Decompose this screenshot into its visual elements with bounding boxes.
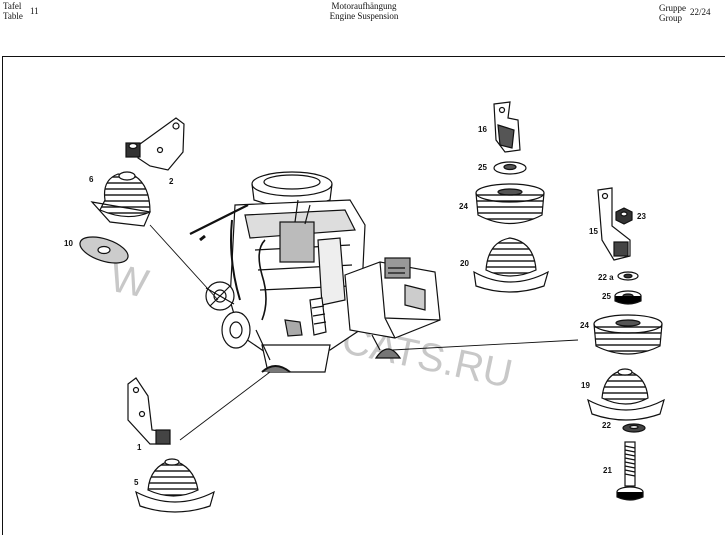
part-2-bracket	[125, 117, 185, 171]
part-21-bolt	[616, 441, 644, 501]
label-25: 25	[602, 292, 611, 301]
part-10-washer	[79, 236, 129, 264]
label-19: 19	[581, 381, 590, 390]
part-19-mount	[587, 368, 665, 421]
gruppe-label: Gruppe	[659, 3, 686, 13]
title-de: Motoraufhängung	[331, 1, 397, 11]
header-group-block: Gruppe Group 22/24	[659, 3, 711, 23]
table-number: 11	[30, 6, 39, 16]
label-23: 23	[637, 212, 646, 221]
group-number: 22/24	[690, 7, 711, 17]
part-20-mount	[473, 237, 549, 293]
label-20: 20	[460, 259, 469, 268]
header-table-block: Tafel Table 11	[3, 1, 39, 21]
part-23-nut	[615, 207, 633, 225]
header-title-block: Motoraufhängung Engine Suspension	[0, 1, 728, 21]
part-5-mount	[135, 458, 215, 513]
label-2: 2	[169, 177, 174, 186]
tafel-label: Tafel	[3, 1, 22, 11]
label-21: 21	[603, 466, 612, 475]
title-en: Engine Suspension	[329, 11, 399, 21]
part-6-mount	[90, 171, 151, 227]
part-15-bracket	[597, 187, 631, 261]
label-1: 1	[137, 443, 142, 452]
table-label: Table	[3, 11, 23, 21]
label-15: 15	[589, 227, 598, 236]
label-25-top: 25	[478, 163, 487, 172]
group-label: Group	[659, 13, 682, 23]
part-24-bellows-top	[475, 183, 545, 224]
label-22: 22	[602, 421, 611, 430]
diagram-frame	[2, 56, 725, 535]
part-1-bracket	[127, 377, 171, 445]
label-22a: 22 a	[598, 273, 614, 282]
watermark-left: W	[106, 256, 152, 307]
label-24: 24	[580, 321, 589, 330]
engine-illustration	[189, 171, 441, 373]
label-10: 10	[64, 239, 73, 248]
part-22-washer	[622, 423, 646, 433]
label-5: 5	[134, 478, 139, 487]
label-16: 16	[478, 125, 487, 134]
part-24-bellows	[593, 314, 663, 355]
part-22a-washer	[617, 271, 639, 281]
label-6: 6	[89, 175, 94, 184]
part-25-washer	[614, 290, 642, 305]
leader-lines	[149, 224, 579, 441]
part-25-washer-top	[493, 161, 527, 175]
part-16-bracket	[493, 101, 521, 153]
label-24-top: 24	[459, 202, 468, 211]
